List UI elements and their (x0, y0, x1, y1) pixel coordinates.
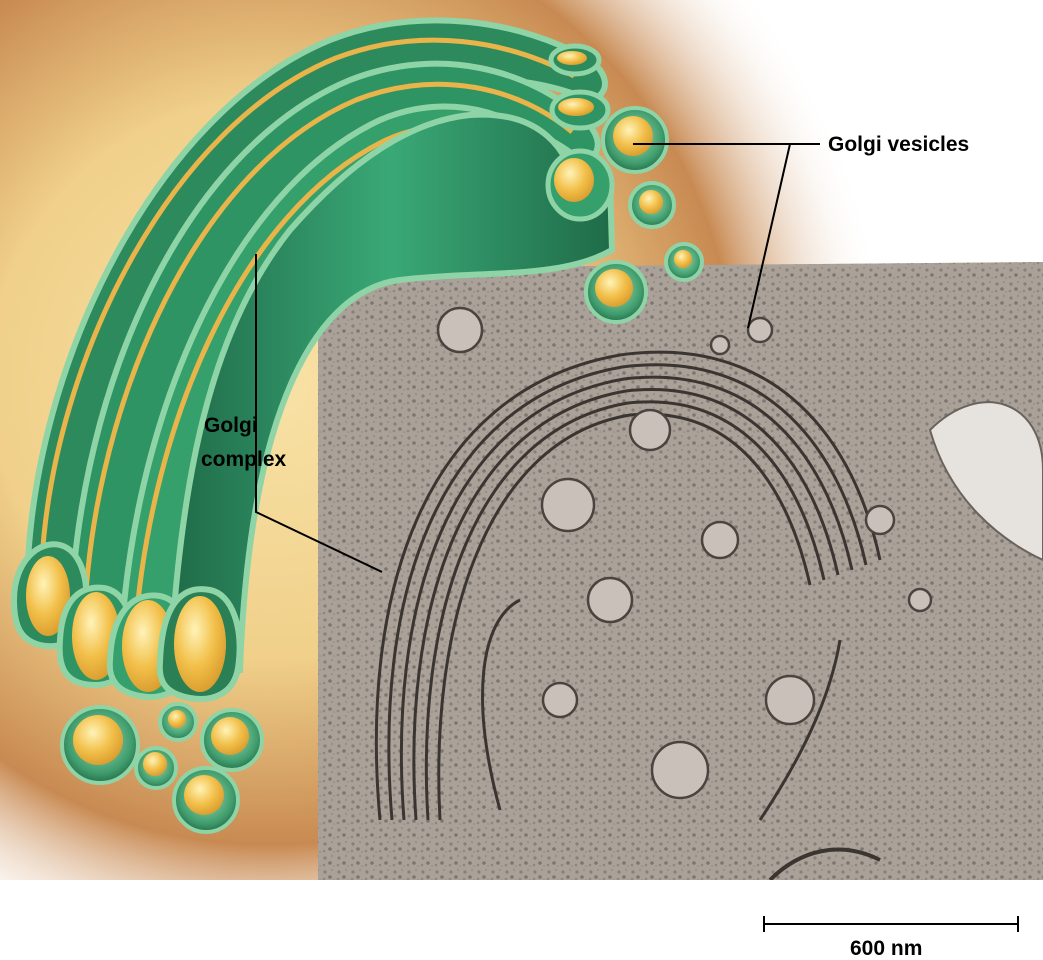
label-golgi-complex-line1: Golgi (204, 414, 258, 437)
label-golgi-vesicles: Golgi vesicles (828, 133, 969, 156)
label-golgi-complex-line2: complex (201, 448, 287, 471)
scale-bar-label: 600 nm (850, 937, 922, 960)
electron-micrograph (318, 262, 1043, 882)
